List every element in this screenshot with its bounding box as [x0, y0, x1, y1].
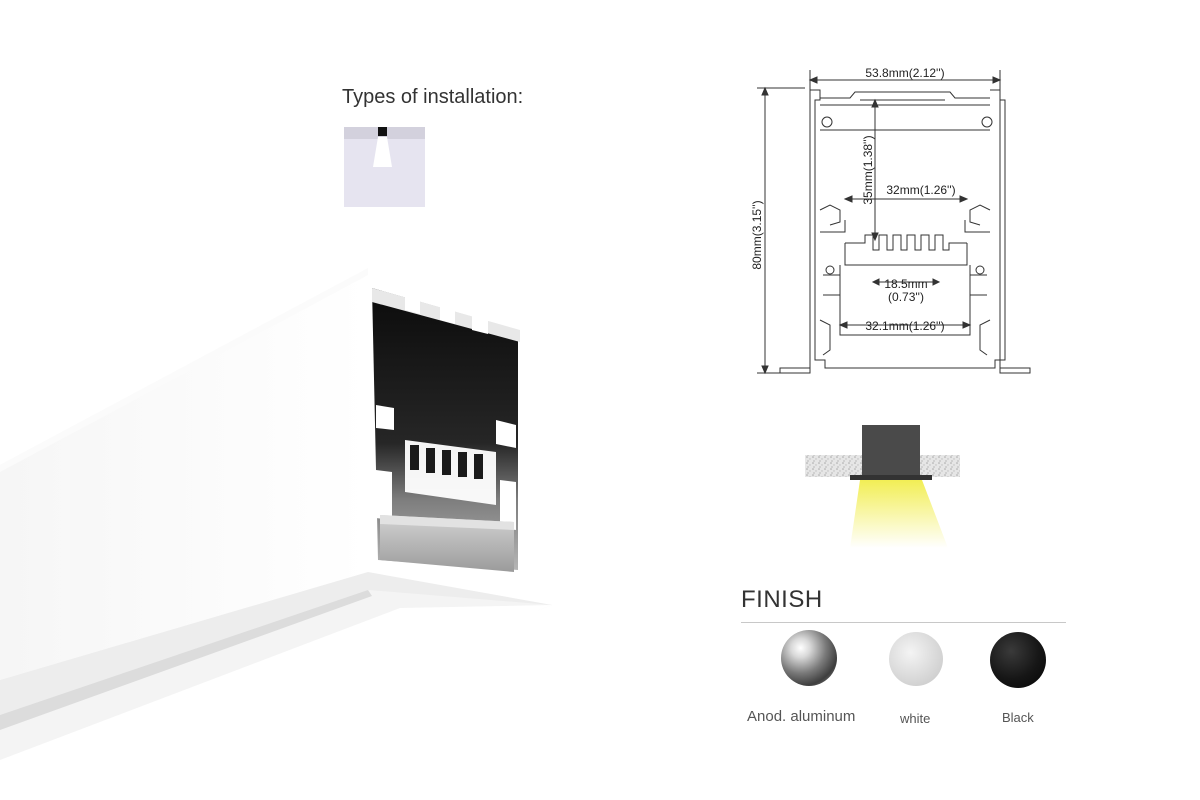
inner-width-label: 32mm(1.26''): [886, 183, 955, 197]
channel-width-mm-label: 18.5mm: [884, 277, 927, 291]
installation-title: Types of installation:: [342, 86, 524, 108]
cross-section-drawing: 53.8mm(2.12'') 80mm(3.15'') 35mm(1.38'')…: [750, 66, 1031, 375]
recessed-installation-illustration: [805, 425, 960, 548]
recessed-installation-icon: [344, 127, 425, 207]
height-dimension-label: 80mm(3.15''): [750, 200, 764, 269]
finish-label-black: Black: [1002, 710, 1034, 725]
white-swatch: [889, 632, 943, 686]
channel-width-in-label: (0.73''): [888, 290, 924, 304]
width-dimension-label: 53.8mm(2.12''): [865, 66, 944, 80]
finish-title: FINISH: [741, 586, 823, 613]
anodized-aluminum-swatch: [781, 630, 837, 686]
depth-dimension-label: 35mm(1.38''): [861, 135, 875, 204]
finish-label-white: white: [900, 711, 931, 726]
profile-3d-render: [0, 268, 552, 800]
diffuser-width-label: 32.1mm(1.26''): [865, 319, 944, 333]
finish-divider: [741, 622, 1066, 623]
finish-label-anodized: Anod. aluminum: [747, 708, 856, 725]
black-swatch: [990, 632, 1046, 688]
